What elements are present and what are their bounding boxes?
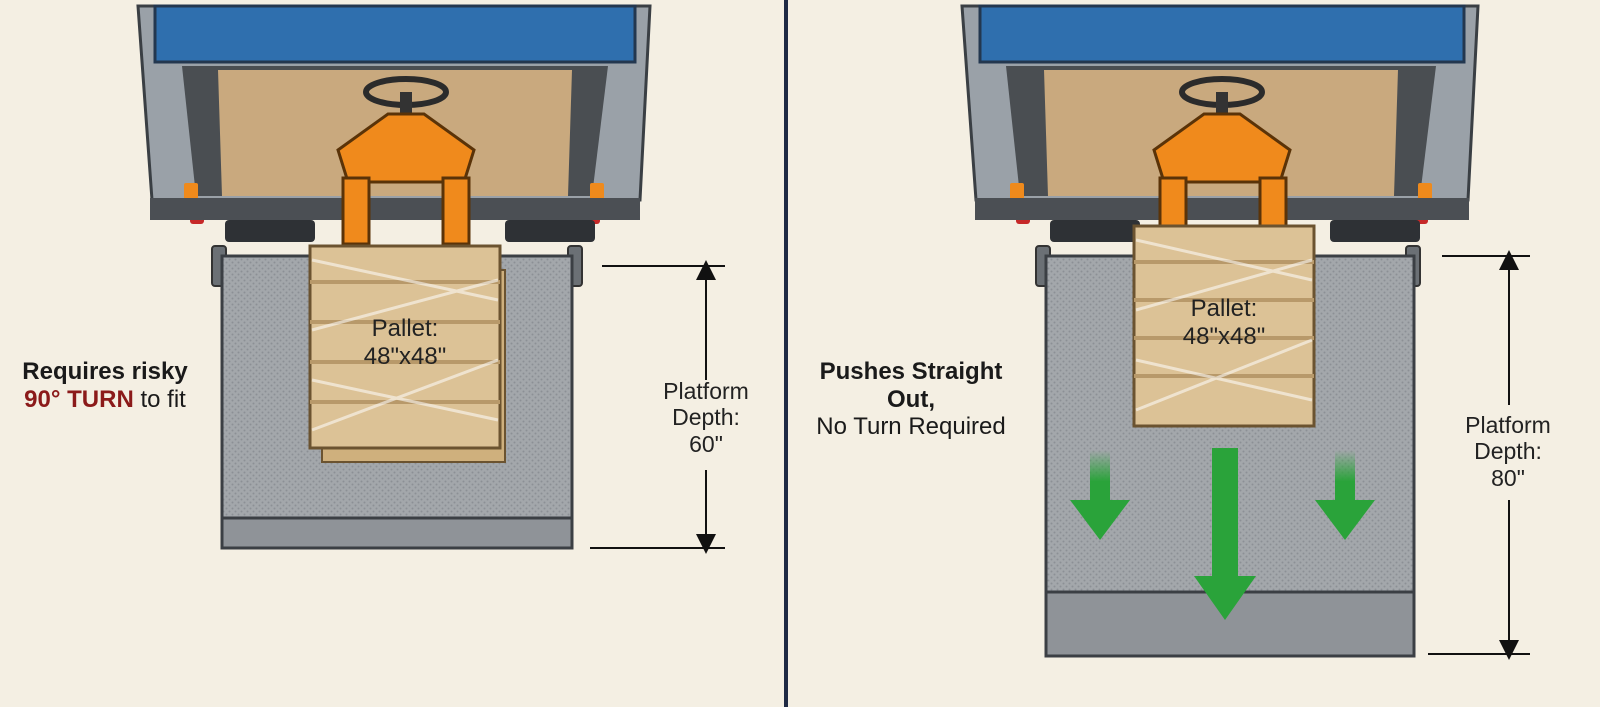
right-note: Pushes Straight Out, No Turn Required [816,358,1006,441]
dimension-arrow-icon [590,260,725,554]
truck-icon [136,4,652,242]
pallet-jack-icon [336,76,476,246]
right-pallet-label: Pallet: 48"x48" [1182,295,1266,350]
pallet-icon [308,244,506,463]
left-note: Requires risky 90° TURN to fit [22,358,188,413]
dimension-arrow-icon [1428,250,1530,660]
panel-divider [784,0,788,707]
left-pallet-label: Pallet: 48"x48" [363,315,447,370]
left-depth-label: Platform Depth: 60" [663,378,749,457]
pallet-jack-icon [1152,76,1292,240]
left-panel [136,4,725,554]
turn-warning: 90° TURN [24,385,134,413]
right-panel [960,4,1530,660]
pallet-icon [1132,224,1316,428]
arrow-down-icon [1194,448,1256,620]
right-depth-label: Platform Depth: 80" [1465,412,1551,491]
arrow-down-icon [1070,450,1130,540]
arrow-down-icon [1315,450,1375,540]
